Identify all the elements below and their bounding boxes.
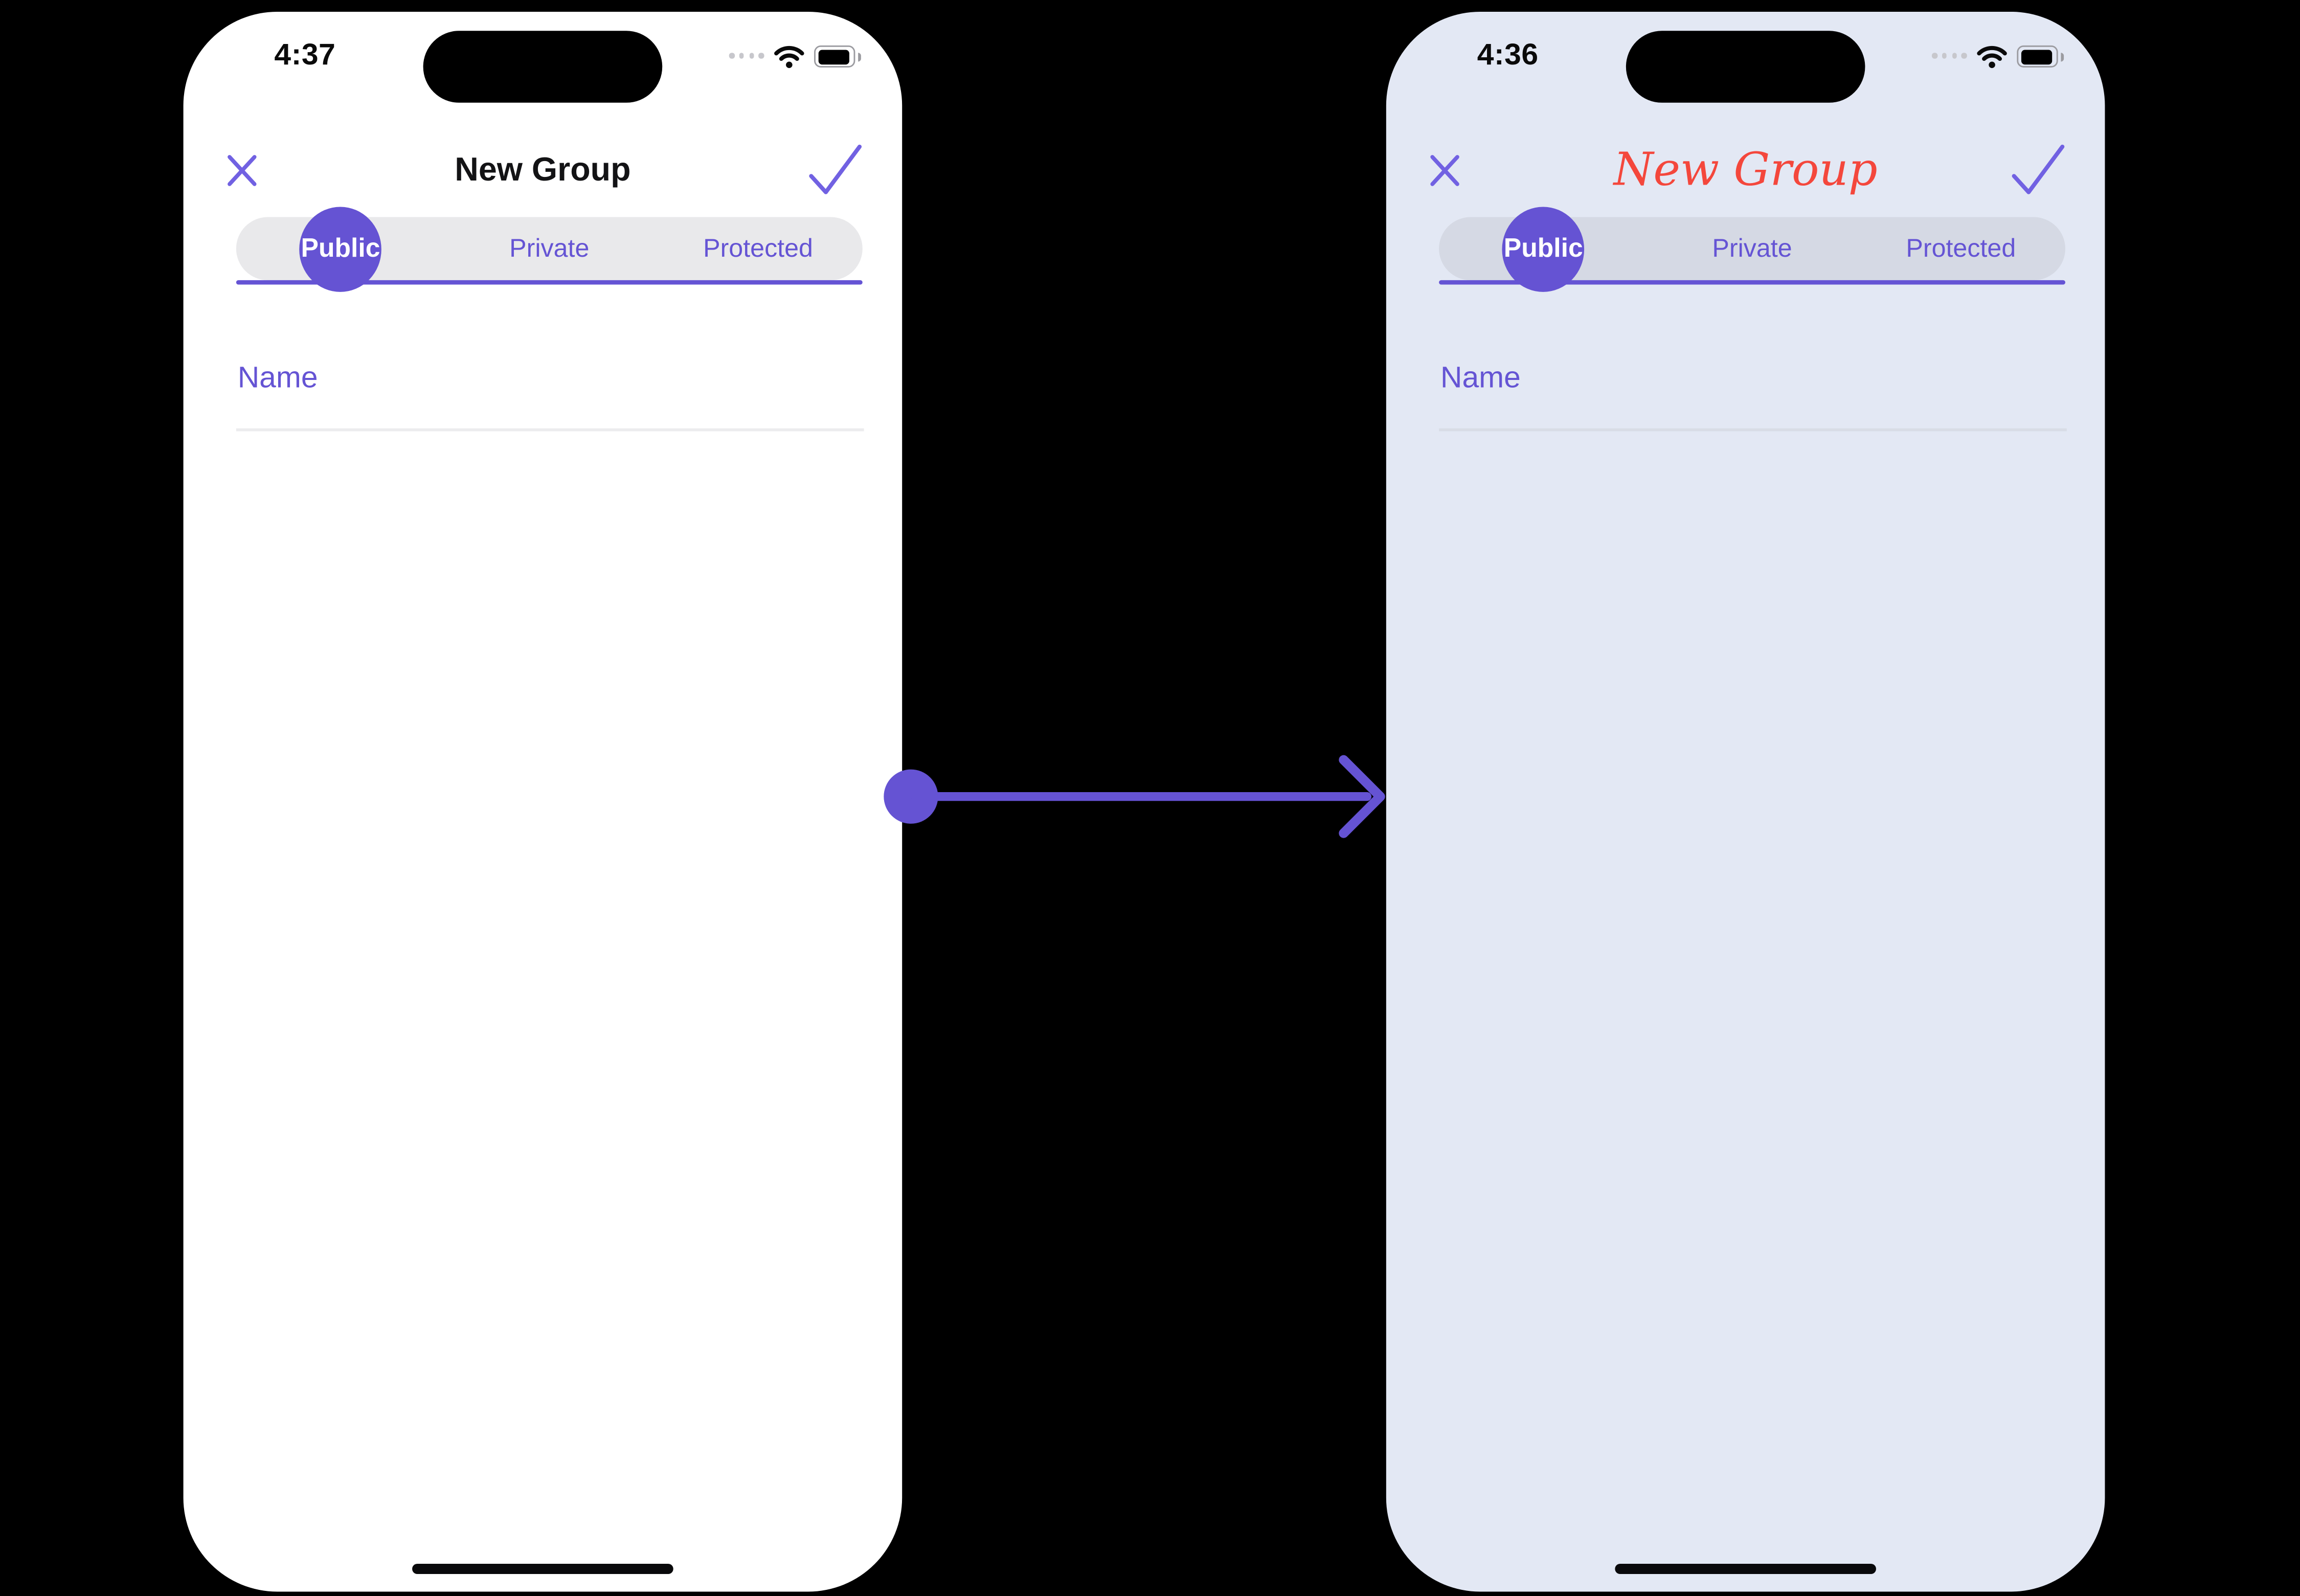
segment-underline bbox=[236, 280, 863, 285]
page-title: New Group bbox=[455, 151, 631, 188]
visibility-segmented-control: Public Private Protected bbox=[236, 206, 863, 291]
group-name-input[interactable] bbox=[236, 361, 864, 432]
home-indicator[interactable] bbox=[1615, 1563, 1876, 1575]
transition-arrow-icon bbox=[884, 755, 1385, 838]
check-icon bbox=[2012, 144, 2065, 194]
cellular-signal-icon bbox=[729, 53, 764, 59]
selected-tab-bubble bbox=[299, 206, 382, 291]
tab-protected[interactable]: Protected bbox=[653, 233, 862, 264]
visibility-segmented-control: Public Private Protected bbox=[1439, 206, 2066, 291]
tab-private[interactable]: Private bbox=[1648, 233, 1856, 264]
phone-after: 4:36 New Group bbox=[1386, 11, 2105, 1592]
page-title: New Group bbox=[1613, 144, 1878, 197]
status-icons bbox=[729, 41, 863, 70]
close-icon bbox=[228, 155, 257, 186]
wifi-icon bbox=[1977, 45, 2007, 68]
tab-public[interactable]: Public bbox=[236, 206, 445, 291]
status-icons bbox=[1932, 41, 2065, 70]
wifi-icon bbox=[774, 45, 804, 68]
dynamic-island bbox=[423, 31, 663, 103]
segment-underline bbox=[1439, 280, 2066, 285]
battery-icon bbox=[2017, 45, 2065, 68]
close-button[interactable] bbox=[1427, 150, 1462, 191]
check-icon bbox=[809, 144, 862, 194]
close-icon bbox=[1430, 155, 1459, 186]
tab-private[interactable]: Private bbox=[445, 233, 653, 264]
selected-tab-bubble bbox=[1502, 206, 1585, 291]
cellular-signal-icon bbox=[1932, 53, 1967, 59]
dynamic-island bbox=[1626, 31, 1865, 103]
status-time: 4:36 bbox=[1477, 38, 1539, 72]
tab-protected-label: Protected bbox=[703, 233, 813, 263]
tab-protected[interactable]: Protected bbox=[1857, 233, 2065, 264]
status-time: 4:37 bbox=[274, 38, 336, 72]
battery-icon bbox=[814, 45, 863, 68]
nav-bar: New Group bbox=[184, 132, 903, 208]
nav-bar: New Group bbox=[1386, 132, 2105, 208]
phone-before: 4:37 New Group bbox=[183, 11, 903, 1592]
tab-protected-label: Protected bbox=[1906, 233, 2016, 263]
confirm-button[interactable] bbox=[2008, 141, 2069, 199]
close-button[interactable] bbox=[224, 150, 260, 191]
tab-private-label: Private bbox=[509, 233, 590, 263]
confirm-button[interactable] bbox=[805, 141, 867, 199]
tab-public-label: Public bbox=[1503, 233, 1583, 263]
tab-private-label: Private bbox=[1712, 233, 1792, 263]
home-indicator[interactable] bbox=[412, 1563, 673, 1575]
group-name-input[interactable] bbox=[1439, 361, 2067, 432]
tab-public[interactable]: Public bbox=[1439, 206, 1648, 291]
tab-public-label: Public bbox=[301, 233, 380, 263]
